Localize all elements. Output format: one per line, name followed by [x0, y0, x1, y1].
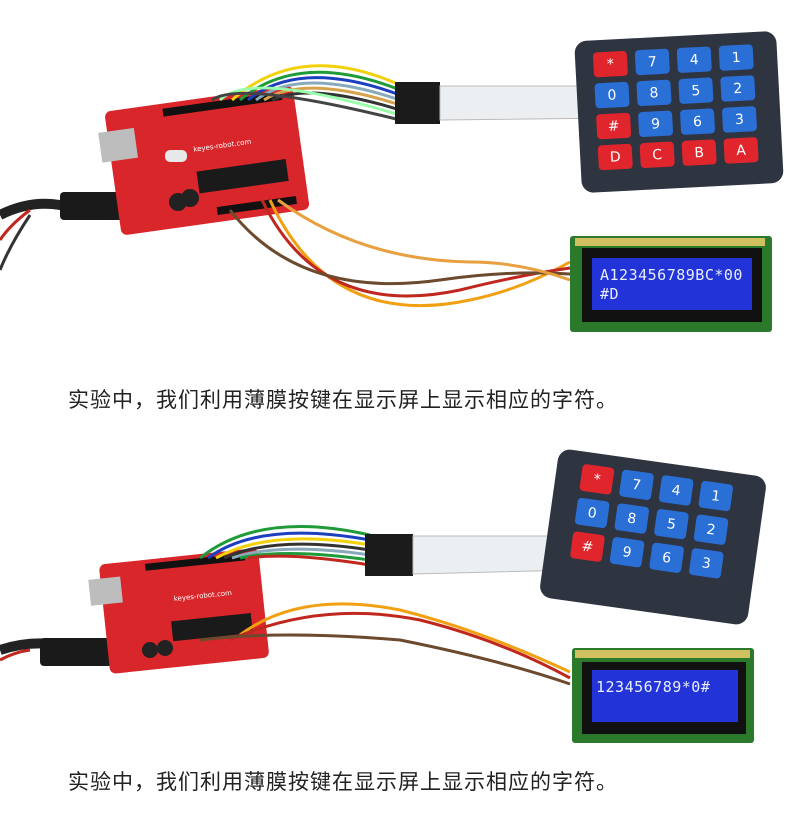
keypad-key: 9 [609, 536, 645, 568]
keypad-key: * [579, 463, 615, 495]
chip-icon [171, 613, 253, 642]
keypad-key: 4 [676, 46, 712, 74]
keypad-key: * [592, 50, 629, 78]
dc-jack-plug [60, 192, 130, 220]
keypad-key: 2 [720, 75, 756, 102]
keypad-key: 4 [658, 474, 694, 507]
keypad-key: B [681, 139, 717, 166]
keypad-key: 5 [678, 77, 714, 105]
lcd-line-1: 123456789*0# [596, 678, 711, 696]
caption-1: 实验中，我们利用薄膜按键在显示屏上显示相应的字符。 [68, 388, 618, 412]
header-pins [144, 553, 246, 571]
lcd-module [572, 648, 754, 743]
scene-2-illustration: keyes-robot.com [0, 449, 766, 743]
keypad-key: 6 [648, 542, 685, 574]
keypad-key: 0 [574, 497, 610, 529]
lcd-module [570, 236, 772, 332]
ribbon-connector [365, 534, 413, 576]
keypad-key: 6 [679, 108, 716, 136]
lcd-screen [592, 258, 752, 310]
ribbon-connector [395, 82, 440, 124]
keypad-key: 1 [698, 480, 734, 512]
keypad-key: 7 [618, 469, 655, 501]
keypad-key: # [569, 531, 606, 563]
keypad-key: # [596, 112, 632, 140]
dc-jack-plug [40, 638, 125, 666]
keypad-key: 2 [693, 514, 729, 546]
keypad-key: A [723, 137, 759, 164]
keypad-key: 8 [636, 79, 672, 107]
keypad-key: 9 [637, 110, 674, 138]
keypad-key: 0 [594, 81, 630, 109]
chip-icon [196, 159, 289, 194]
keypad-key: 3 [688, 547, 725, 579]
arduino-board: keyes-robot.com [98, 86, 310, 235]
usb-connector [98, 127, 138, 163]
keypad-key: 5 [653, 508, 690, 540]
lcd-line-2: #D [600, 285, 620, 303]
keypad-key: 1 [718, 44, 754, 71]
lcd-screen [592, 670, 738, 722]
usb-connector [88, 576, 123, 606]
keypad-key: 8 [614, 502, 650, 535]
caption-2: 实验中，我们利用薄膜按键在显示屏上显示相应的字符。 [68, 770, 618, 794]
lcd-line-1: A123456789BC*00 [600, 266, 743, 284]
keypad-key: D [597, 143, 633, 171]
keypad-key: C [639, 141, 675, 169]
arduino-board: keyes-robot.com [88, 548, 269, 674]
keypad-key: 3 [721, 106, 758, 133]
keypad-key: 7 [634, 48, 670, 76]
